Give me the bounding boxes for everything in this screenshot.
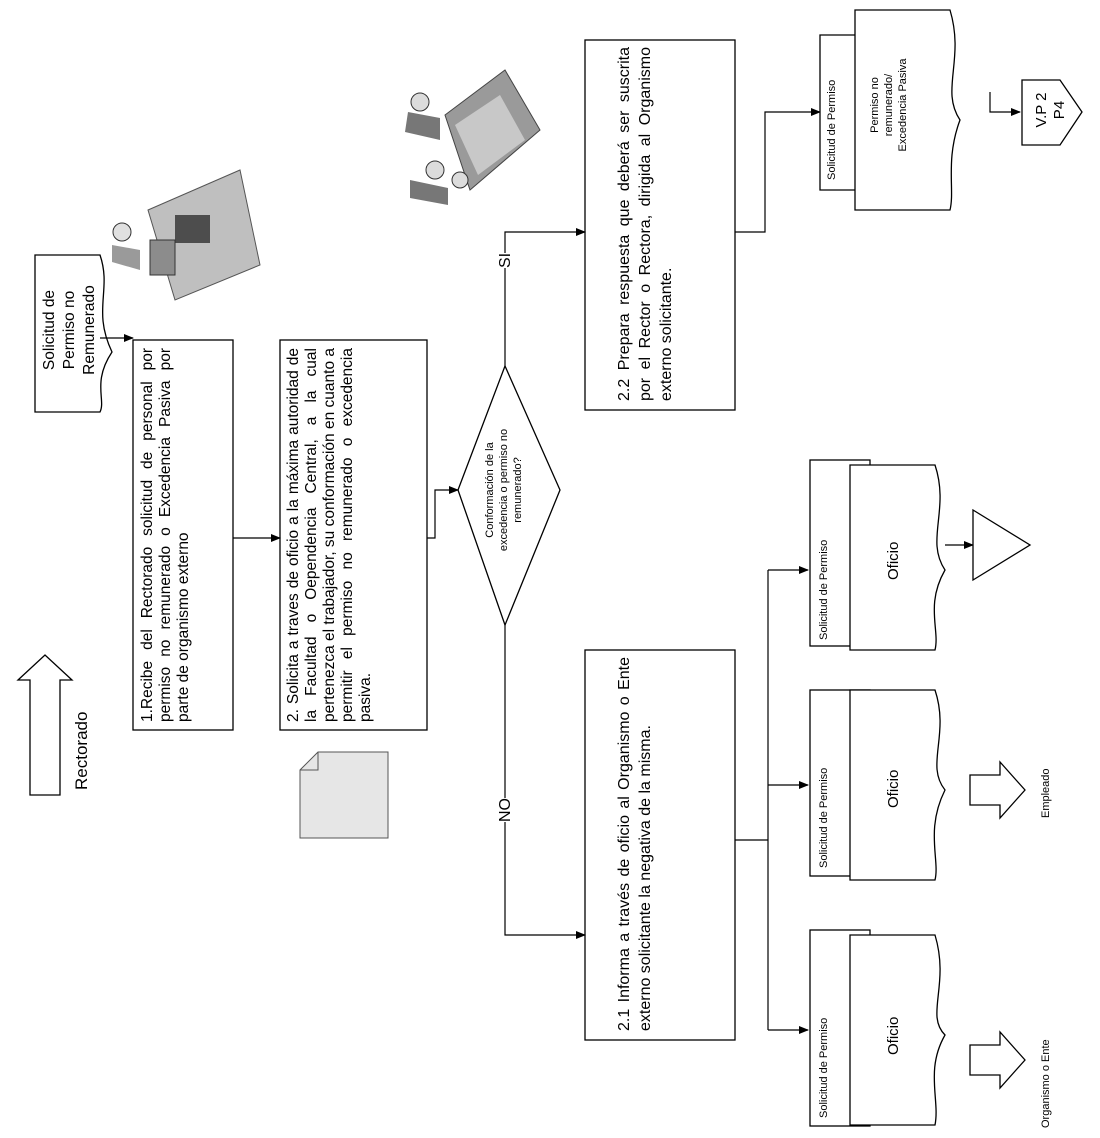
archive-triangle bbox=[972, 508, 1032, 582]
solicitud-document bbox=[34, 254, 113, 413]
solicitud-document-label: Solicitud de Permiso no Remunerado bbox=[40, 260, 100, 400]
rectorado-label: Rectorado bbox=[72, 711, 91, 790]
organismo-label: Organismo o Ente bbox=[1040, 1039, 1052, 1128]
solicitud-line1: Solicitud de bbox=[41, 289, 58, 371]
top-doc-front-label: Permiso no remunerado/ Excedencia Pasiva bbox=[868, 50, 910, 160]
step22-text: 2.2 Prepara respuesta que deberá ser sus… bbox=[616, 47, 675, 401]
rectorado-arrow bbox=[16, 654, 74, 796]
connector-lines bbox=[100, 92, 1021, 1034]
offpage-connector-label: V.P 2 P4 bbox=[1033, 85, 1069, 135]
si-label: SI bbox=[497, 252, 515, 268]
offpage-connector bbox=[1021, 79, 1083, 146]
top-doc-front-line1: Permiso no bbox=[869, 77, 881, 133]
clerk-computer-icon bbox=[112, 169, 261, 301]
top-doc-back-label: Solicitud de Permiso bbox=[826, 79, 838, 180]
step1-box bbox=[132, 339, 234, 731]
decision-line1: Conformación de la bbox=[484, 442, 496, 538]
solicitud-line2: Permiso no bbox=[61, 290, 78, 370]
solicitud-line3: Remunerado bbox=[81, 285, 98, 375]
doc-pair-2-back-label: Solicitud de Permiso bbox=[818, 767, 830, 868]
connector-line2: P4 bbox=[1051, 100, 1068, 120]
top-doc-front-line3: Excedencia Pasiva bbox=[897, 58, 909, 152]
doc-pair-2 bbox=[809, 689, 946, 881]
doc-pair-1-front-label: Oficio bbox=[885, 541, 902, 580]
connector-line1: V.P 2 bbox=[1033, 92, 1050, 128]
empleado-arrow bbox=[969, 760, 1026, 820]
document-icon bbox=[299, 751, 389, 839]
step22-box bbox=[584, 39, 736, 411]
doc-pair-1-back-label: Solicitud de Permiso bbox=[818, 539, 830, 640]
step21-box bbox=[584, 649, 736, 1041]
empleado-label: Empleado bbox=[1040, 768, 1052, 818]
doc-pair-3-back-label: Solicitud de Permiso bbox=[818, 1017, 830, 1118]
step1-text: 1.Recibe del Rectorado solicitud de pers… bbox=[139, 348, 192, 722]
doc-pair-2-front-label: Oficio bbox=[885, 769, 902, 808]
decision-line2: excedencia o permiso no bbox=[498, 428, 510, 552]
organismo-arrow bbox=[969, 1030, 1026, 1090]
doc-pair-3-front-label: Oficio bbox=[885, 1016, 902, 1055]
step21-text: 2.1 Informa a través de oficio al Organi… bbox=[616, 657, 654, 1031]
top-doc-front bbox=[854, 9, 961, 211]
top-doc-front-line2: remunerado/ bbox=[883, 73, 895, 137]
no-label: NO bbox=[497, 798, 515, 822]
decision-diamond bbox=[457, 364, 561, 627]
step2-text: 2. Solicita a traves de oficio a la máxi… bbox=[285, 348, 374, 722]
doc-pair-1 bbox=[809, 459, 946, 651]
doc-pair-3 bbox=[809, 929, 946, 1127]
step2-box bbox=[279, 339, 428, 731]
decision-label: Conformación de la excedencia o permiso … bbox=[483, 420, 525, 560]
decision-line3: remunerado? bbox=[512, 457, 524, 523]
meeting-icon bbox=[405, 69, 541, 205]
